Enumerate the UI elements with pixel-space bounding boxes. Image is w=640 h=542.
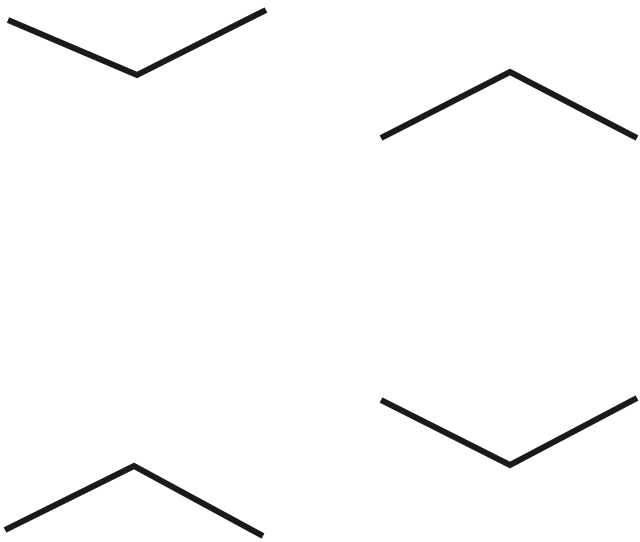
chevron-top-right [379, 68, 639, 141]
chevron-bottom-left [3, 462, 265, 539]
chevron-bottom-right [379, 395, 639, 469]
chevron-top-left [6, 7, 268, 79]
